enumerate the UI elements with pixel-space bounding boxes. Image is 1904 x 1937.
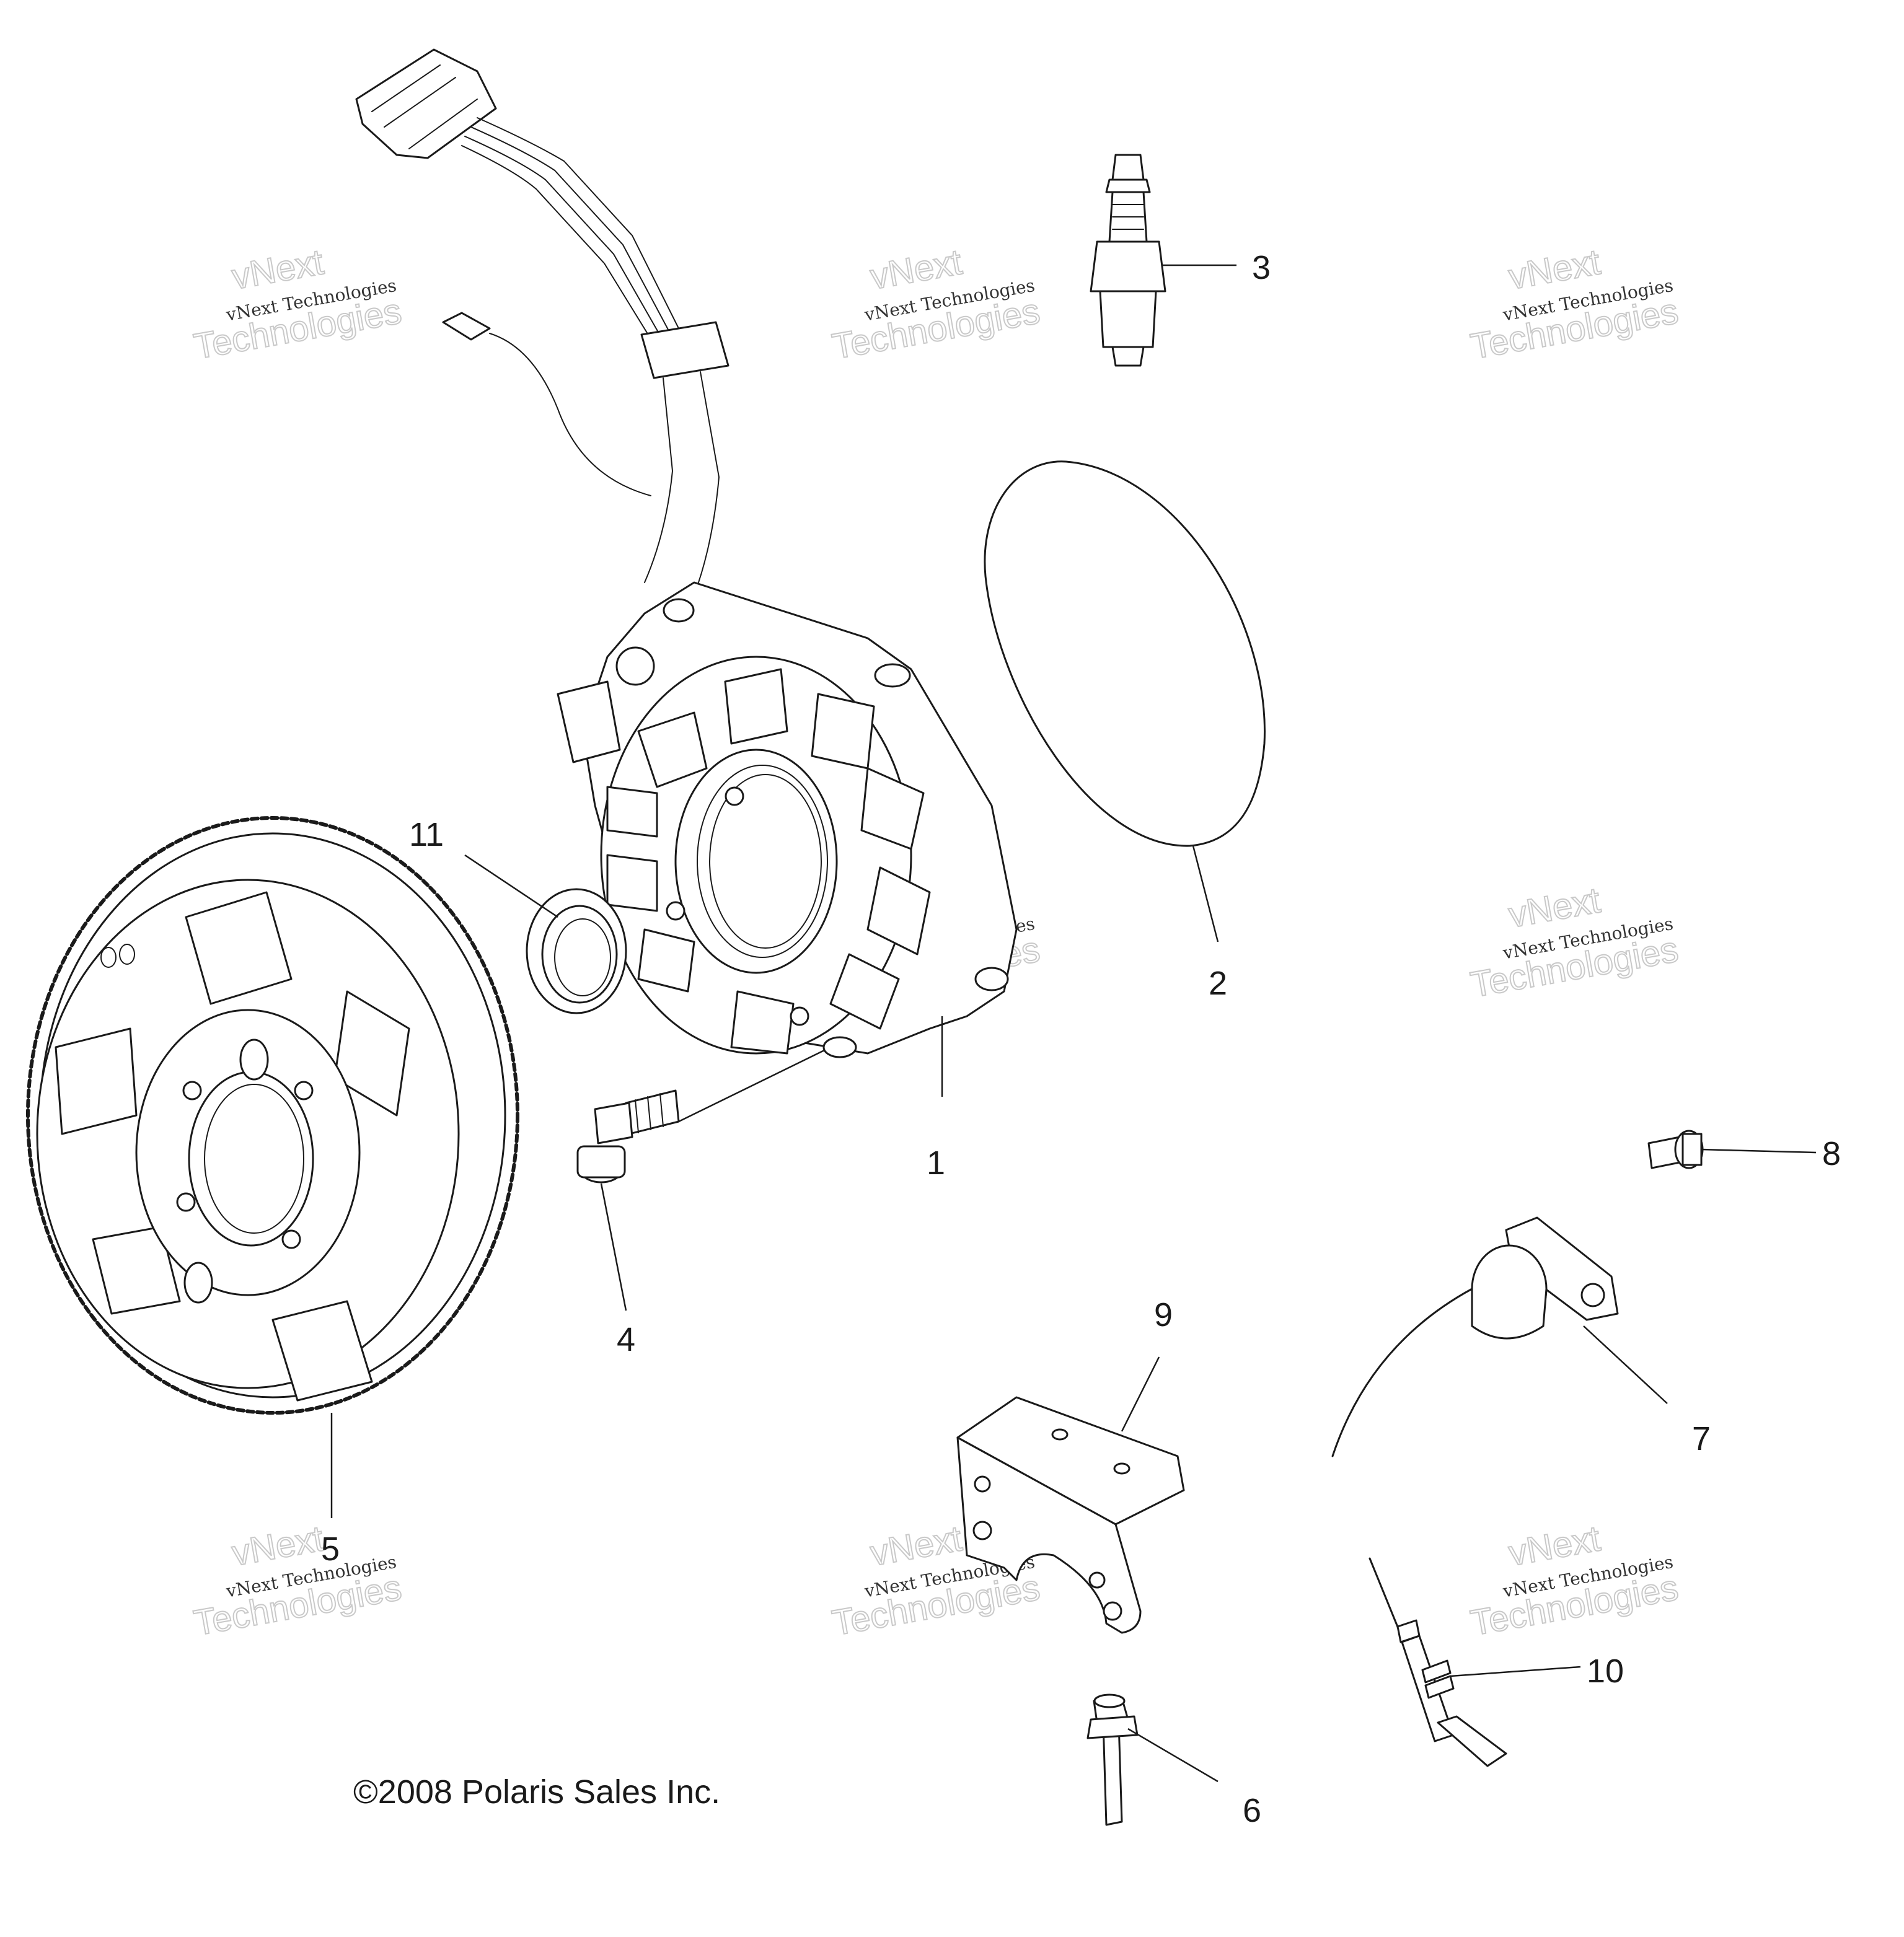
watermark-top-center: vNext vNext Technologies Technologies [829,241,1044,367]
callout-6: 6 [1243,1792,1261,1829]
leader-8 [1701,1148,1817,1154]
leader-4b [678,1049,825,1123]
spark-plug [1090,154,1166,367]
callouts: 1 2 3 4 5 6 7 8 9 10 11 [321,249,1841,1829]
callout-1: 1 [927,1144,945,1182]
temperature-sender [1368,1557,1507,1767]
svg-text:vNext: vNext [229,242,326,297]
gasket [984,460,1266,847]
watermark-mid-right: vNext vNext Technologies Technologies [1467,879,1682,1006]
callout-10: 10 [1587,1653,1624,1690]
stator [557,581,1018,1058]
callout-5: 5 [321,1531,340,1568]
flywheel [26,816,519,1415]
leader-6 [1127,1728,1219,1783]
callout-7: 7 [1692,1420,1711,1457]
stator-harness [355,48,729,595]
rivet [1086,1693,1139,1826]
screw [576,1089,680,1184]
svg-text:vNext: vNext [867,1518,964,1574]
svg-text:vNext: vNext [1505,880,1603,936]
copyright-text: ©2008 Polaris Sales Inc. [353,1773,720,1811]
svg-text:vNext: vNext [867,242,964,297]
leader-lines [330,264,1817,1783]
callout-4: 4 [617,1321,635,1358]
callout-9: 9 [1154,1296,1173,1333]
watermark-top-left: vNext vNext Technologies Technologies [190,241,405,367]
svg-text:vNext: vNext [1505,242,1603,297]
leader-7 [1583,1325,1668,1404]
leader-10 [1450,1666,1581,1677]
callout-2: 2 [1209,965,1227,1002]
bolt [1647,1130,1704,1169]
leader-4 [600,1183,627,1311]
watermark-bottom-left: vNext vNext Technologies Technologies [190,1518,405,1644]
callout-8: 8 [1822,1135,1841,1172]
seal [526,888,627,1014]
callout-3: 3 [1252,249,1271,286]
watermark-bottom-right: vNext vNext Technologies Technologies [1467,1518,1682,1644]
svg-text:vNext: vNext [229,1518,326,1574]
svg-text:vNext: vNext [1505,1518,1603,1574]
leader-11 [464,854,558,918]
sensor [1331,1216,1619,1457]
bracket [956,1396,1185,1634]
callout-11: 11 [409,816,444,853]
leader-2 [1192,845,1219,942]
leader-9 [1121,1356,1160,1432]
watermark-top-right: vNext vNext Technologies Technologies [1467,241,1682,367]
